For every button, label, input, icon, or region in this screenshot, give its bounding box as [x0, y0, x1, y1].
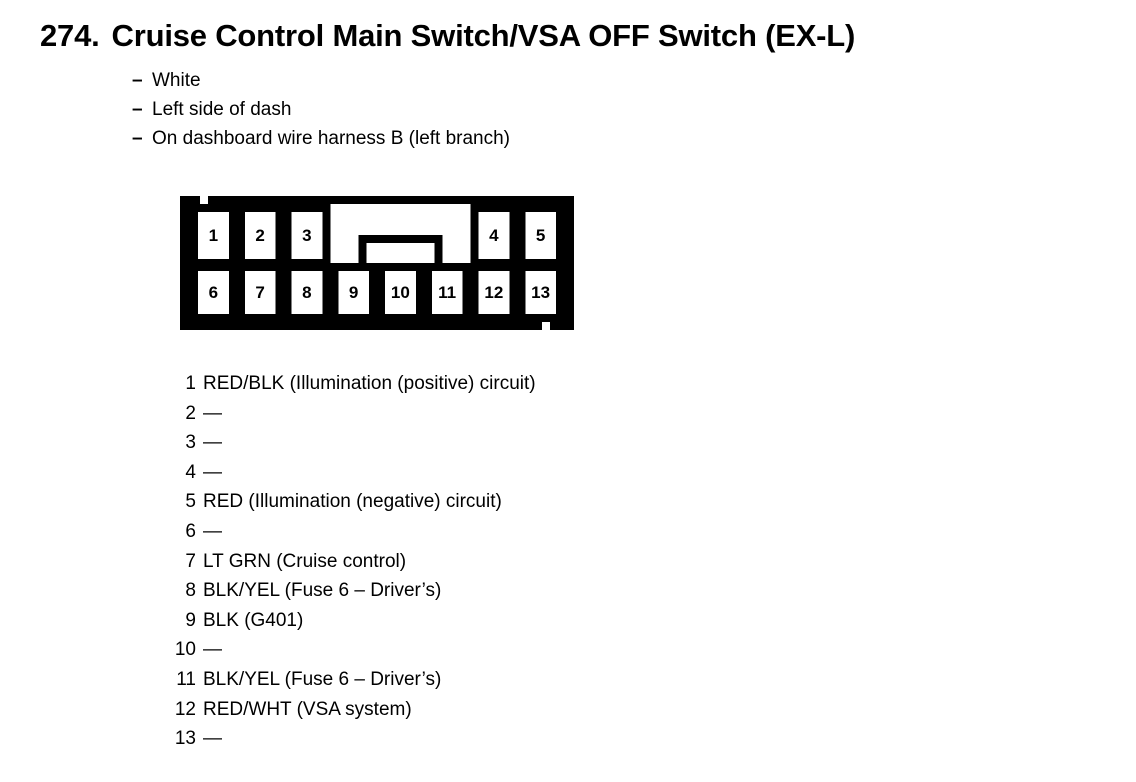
pin-row: 3— — [160, 432, 536, 462]
pin-index: 11 — [176, 668, 196, 690]
connector-cell-box — [517, 204, 564, 267]
pin-description: — — [203, 520, 222, 542]
pin-row: 7 LT GRN (Cruise control) — [160, 551, 536, 581]
pin-description: — — [203, 432, 222, 454]
pin-description: LT GRN (Cruise control) — [203, 550, 407, 572]
pin-index: 7 — [185, 550, 196, 572]
pin-row: 6— — [160, 521, 536, 551]
page-title-text: Cruise Control Main Switch/VSA OFF Switc… — [111, 18, 856, 53]
connector-cell-box — [517, 263, 564, 322]
connector-cell-1: 1 — [190, 204, 237, 267]
connector-pin-number: 10 — [391, 283, 410, 302]
connector-pin-number: 8 — [302, 283, 311, 302]
pin-row: 5 RED (Illumination (negative) circuit) — [160, 491, 536, 521]
connector-pin-number: 11 — [438, 283, 456, 302]
connector-pin-number: 6 — [209, 283, 218, 302]
connector-cell-9: 9 — [330, 263, 377, 322]
connector-pin-number: 4 — [489, 226, 499, 245]
connector-cell-box — [470, 204, 518, 267]
connector-pin-number: 3 — [302, 226, 311, 245]
pin-description: BLK (G401) — [203, 609, 304, 631]
connector-pin-number: 5 — [536, 226, 545, 245]
pin-legend-list: 1 RED/BLK (Illumination (positive) circui… — [160, 373, 536, 758]
pin-row: 11 BLK/YEL (Fuse 6 – Driver’s) — [160, 669, 536, 699]
connector-cell-4: 4 — [470, 204, 518, 267]
connector-pin-number: 7 — [255, 283, 264, 302]
pin-row: 8 BLK/YEL (Fuse 6 – Driver’s) — [160, 580, 536, 610]
pin-index: 6 — [185, 520, 196, 542]
connector-cell-box — [470, 263, 518, 322]
attribute-row: –On dashboard wire harness B (left branc… — [132, 128, 510, 157]
pin-row: 9 BLK (G401) — [160, 610, 536, 640]
pin-description: RED (Illumination (negative) circuit) — [203, 491, 502, 513]
connector-cell-box — [283, 204, 331, 267]
pin-description: — — [203, 461, 222, 483]
connector-pin-number: 12 — [484, 283, 503, 302]
attribute-label: White — [152, 70, 201, 91]
connector-center-tab-right — [434, 235, 443, 267]
connector-cell-box — [236, 263, 284, 322]
pin-index: 13 — [174, 728, 196, 750]
pin-description: BLK/YEL (Fuse 6 – Driver’s) — [203, 668, 442, 690]
pin-index: 4 — [185, 461, 196, 483]
connector-pin-number: 13 — [531, 283, 550, 302]
attribute-dash-marker: – — [132, 99, 143, 120]
pin-description: RED/WHT (VSA system) — [203, 698, 412, 720]
connector-cell-box — [377, 263, 424, 322]
pin-row: 13 — — [160, 728, 536, 758]
pin-description: — — [203, 639, 222, 661]
attribute-label: Left side of dash — [152, 99, 292, 120]
page-title: 274. Cruise Control Main Switch/VSA OFF S… — [40, 18, 855, 54]
connector-cell-box — [423, 263, 471, 322]
pin-row: 4— — [160, 462, 536, 492]
pin-index: 10 — [174, 639, 196, 661]
connector-cell-11: 11 — [423, 263, 471, 322]
pin-row: 10 — — [160, 639, 536, 669]
pin-row: 2— — [160, 403, 536, 433]
connector-pin-number: 1 — [209, 226, 218, 245]
connector-pin-number: 2 — [255, 226, 264, 245]
connector-center-tab-top — [358, 235, 443, 243]
pin-index: 9 — [185, 609, 196, 631]
pin-index: 1 — [185, 373, 196, 394]
attribute-dash-marker: – — [132, 70, 143, 91]
connector-cell-6: 6 — [190, 263, 237, 322]
pin-row: 1 RED/BLK (Illumination (positive) circui… — [160, 373, 536, 403]
pin-row: 12 RED/WHT (VSA system) — [160, 699, 536, 729]
pin-description: BLK/YEL (Fuse 6 – Driver’s) — [203, 580, 442, 602]
pin-description: — — [203, 402, 222, 424]
connector-cell-box — [190, 204, 237, 267]
pin-index: 2 — [185, 402, 196, 424]
connector-cell-box — [236, 204, 284, 267]
attribute-row: –Left side of dash — [132, 99, 510, 128]
connector-pin-number: 9 — [349, 283, 358, 302]
pin-index: 8 — [185, 580, 196, 602]
connector-cell-12: 12 — [470, 263, 518, 322]
connector-attributes-list: –White–Left side of dash–On dashboard wi… — [132, 70, 510, 157]
connector-cell-7: 7 — [236, 263, 284, 322]
pin-description: — — [203, 728, 222, 750]
pin-description: RED/BLK (Illumination (positive) circuit… — [203, 373, 536, 394]
connector-cell-10: 10 — [377, 263, 424, 322]
attribute-dash-marker: – — [132, 128, 143, 149]
pin-index: 5 — [185, 491, 196, 513]
pin-index: 3 — [185, 432, 196, 454]
connector-cell-5: 5 — [517, 204, 564, 267]
connector-cell-box — [330, 263, 377, 322]
connector-cell-3: 3 — [283, 204, 331, 267]
connector-center-tab-left — [358, 235, 367, 267]
attribute-row: –White — [132, 70, 510, 99]
connector-cell-13: 13 — [517, 263, 564, 322]
attribute-label: On dashboard wire harness B (left branch… — [152, 128, 511, 149]
connector-cell-8: 8 — [283, 263, 331, 322]
page-title-number: 274. — [40, 18, 100, 53]
pin-index: 12 — [174, 698, 196, 720]
connector-cell-2: 2 — [236, 204, 284, 267]
